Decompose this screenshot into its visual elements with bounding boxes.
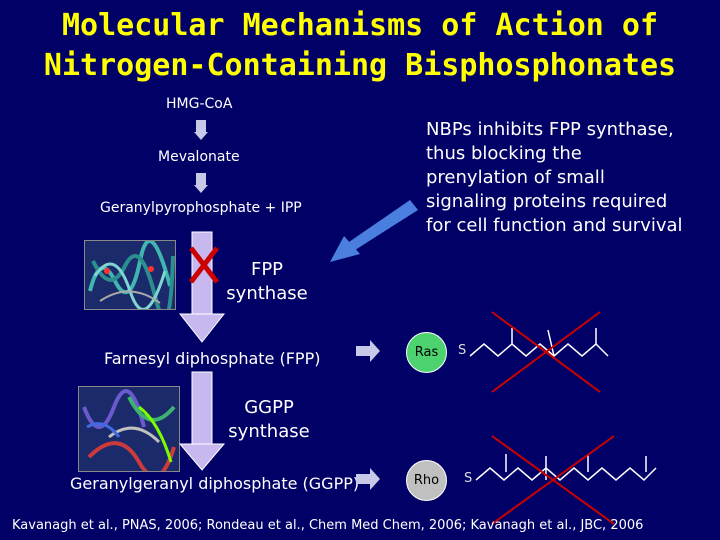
inhibition-x-icon (189, 246, 219, 284)
hmgcoa-label: HMG-CoA (166, 96, 233, 112)
ras-s-label: S (458, 343, 467, 358)
right-arrow-icon (356, 468, 380, 490)
fpp-synthase-label: FPP synthase (226, 259, 308, 304)
mevalonate-label: Mevalonate (158, 149, 240, 165)
ras-node: Ras (406, 332, 447, 373)
fpp-label: Farnesyl diphosphate (FPP) (104, 349, 321, 368)
rho-node: Rho (406, 460, 447, 501)
citation-text: Kavanagh et al., PNAS, 2006; Rondeau et … (12, 518, 644, 533)
farnesyl-cross-out-icon (491, 311, 601, 393)
nbp-description: NBPs inhibits FPP synthase, thus blockin… (426, 119, 683, 236)
geranylgeranyl-chain-structure (475, 454, 657, 482)
rho-s-label: S (464, 471, 473, 486)
farnesyl-chain-structure (469, 328, 609, 357)
right-arrow-icon (356, 340, 380, 362)
small-down-arrow-icon (194, 120, 208, 140)
ggpp-label: Geranylgeranyl diphosphate (GGPP) (70, 474, 360, 493)
gpp-label: Geranylpyrophosphate + IPP (100, 200, 302, 216)
title-line-1: Molecular Mechanisms of Action of (61, 8, 659, 43)
title-line-2: Nitrogen-Containing Bisphosphonates (43, 48, 677, 83)
ggpp-synthase-label: GGPP synthase (228, 397, 310, 442)
ggpp-synthase-structure-image (78, 386, 180, 472)
ggpp-synthase-down-arrow-icon (178, 371, 226, 471)
blocking-arrow-icon (330, 200, 418, 262)
geranylgeranyl-cross-out-icon (491, 435, 615, 525)
small-down-arrow-icon (194, 173, 208, 193)
slide-title: Molecular Mechanisms of Action of Nitrog… (0, 6, 720, 86)
fpp-synthase-structure-image (84, 240, 176, 310)
